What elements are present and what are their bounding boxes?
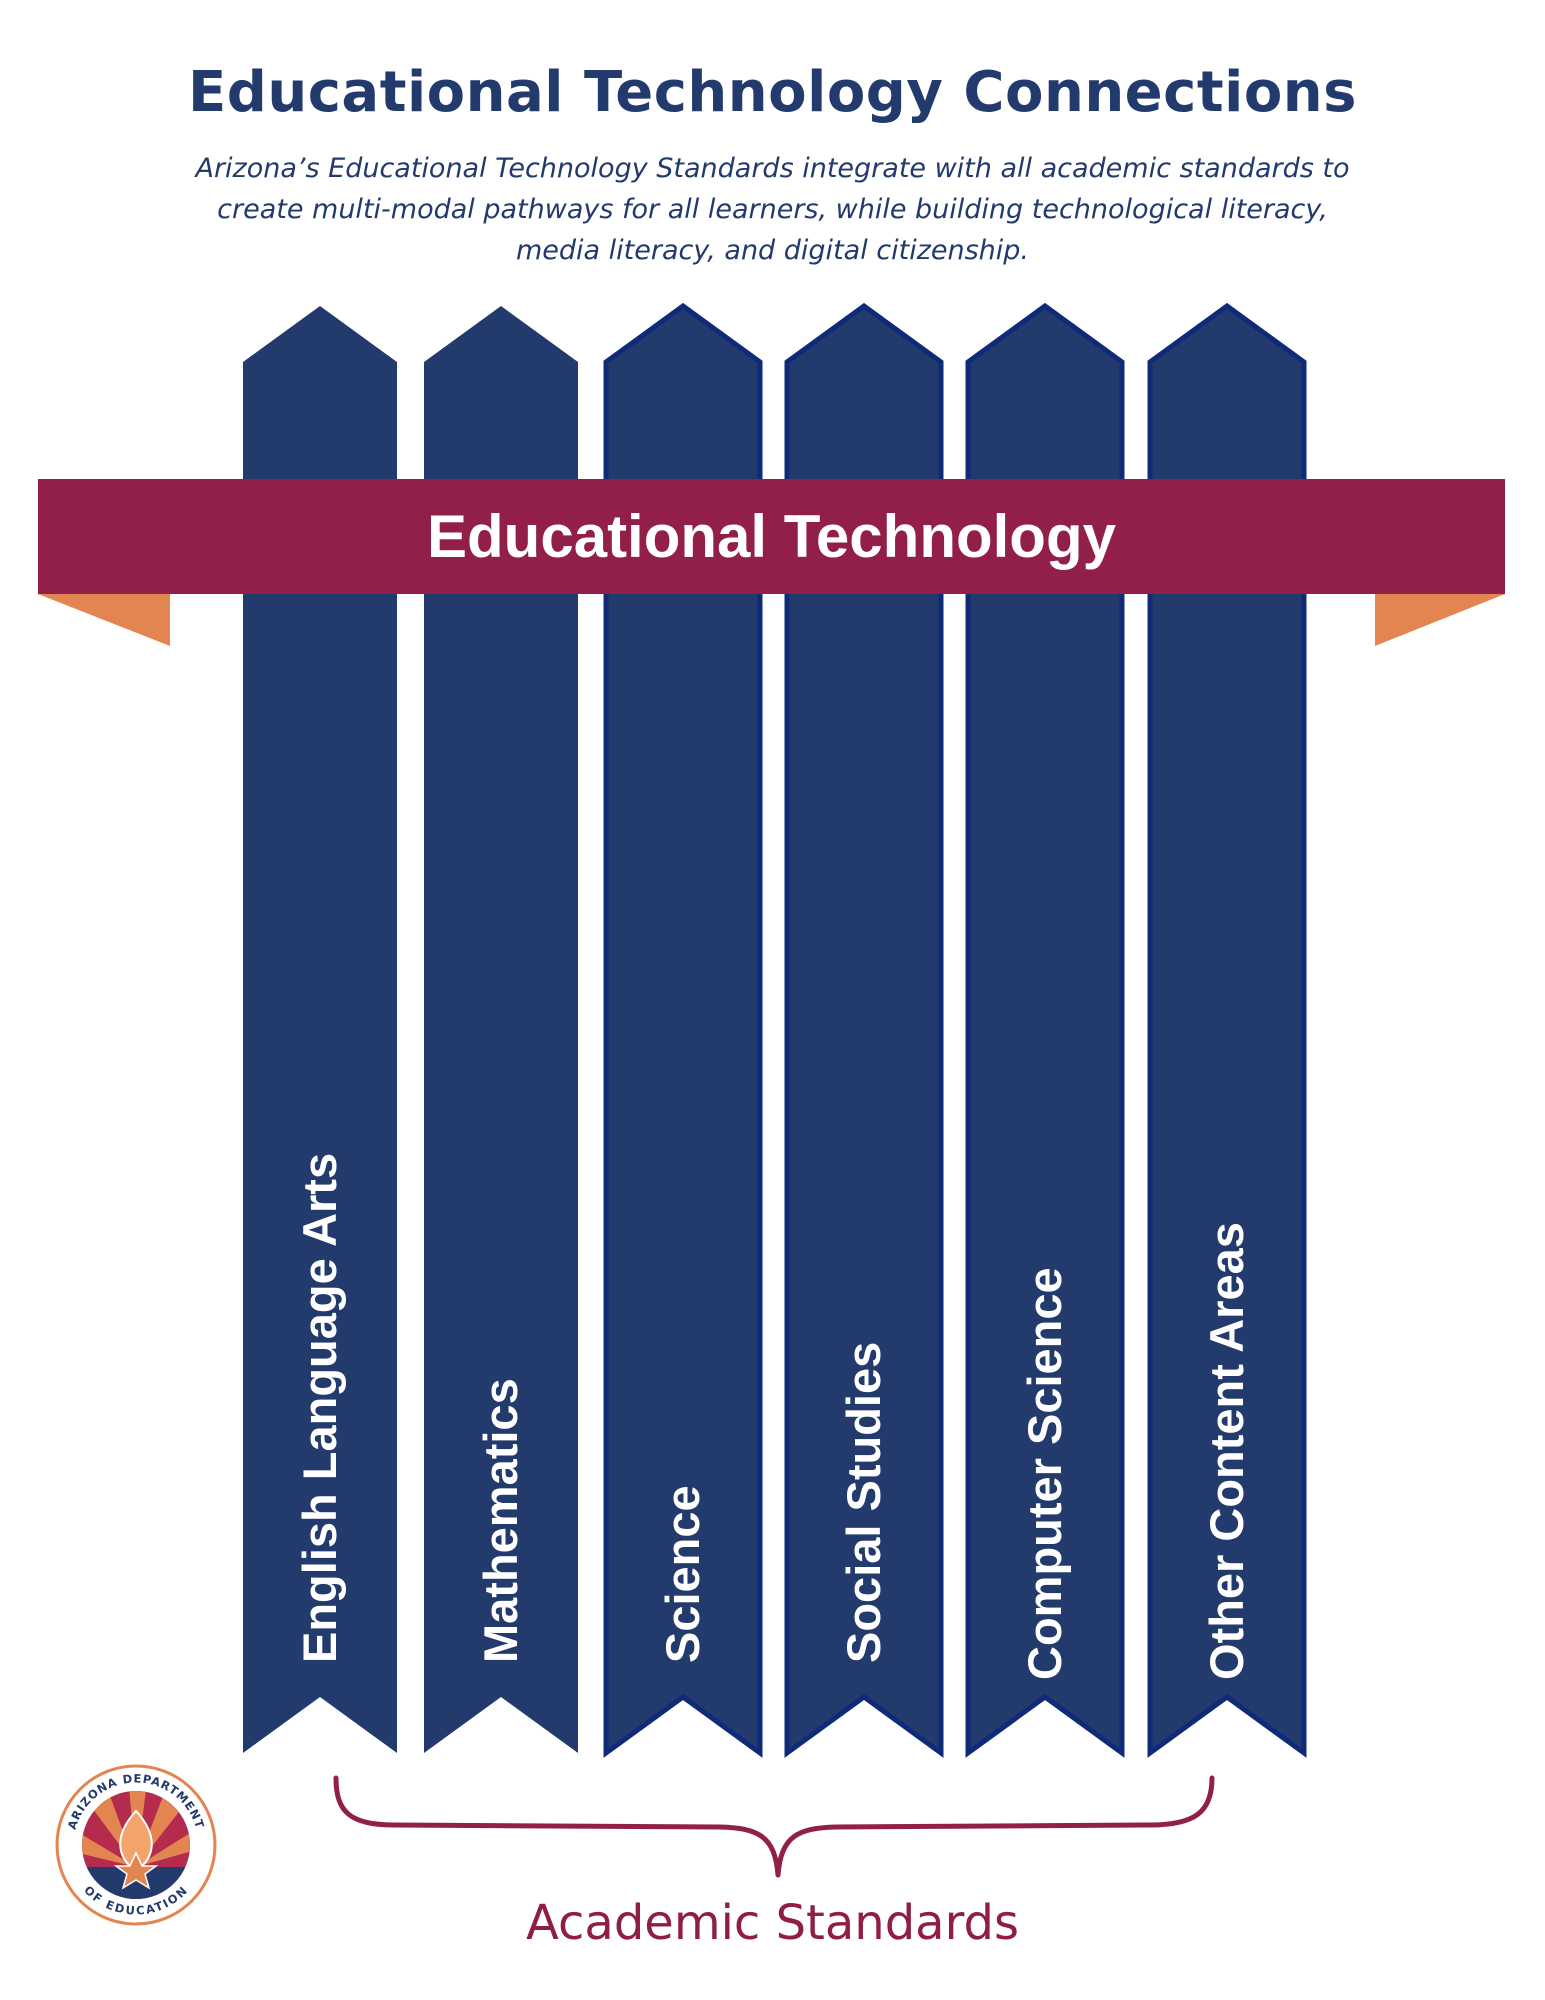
ribbon-label-english-language-arts: English Language Arts (293, 1152, 346, 1663)
banner-left-fold (38, 594, 170, 646)
ribbon-label-other-content-areas: Other Content Areas (1200, 1222, 1253, 1680)
page-subtitle: Arizona’s Educational Technology Standar… (195, 153, 1350, 266)
ribbon-group (243, 302, 1307, 1758)
banner-label: Educational Technology (427, 503, 1116, 570)
ribbon-label-social-studies: Social Studies (837, 1341, 890, 1663)
ribbon-label-computer-science: Computer Science (1018, 1267, 1071, 1680)
educational-technology-banner (38, 479, 1505, 594)
page-title: Educational Technology Connections (188, 60, 1357, 125)
ribbon-label-mathematics: Mathematics (474, 1378, 527, 1663)
ribbon-social-studies (784, 302, 944, 1758)
academic-standards-label: Academic Standards (526, 1895, 1019, 1951)
academic-standards-brace (333, 1775, 1215, 1878)
ribbon-english-language-arts (243, 306, 397, 1753)
ribbon-science (603, 302, 763, 1758)
ribbon-computer-science (965, 302, 1125, 1758)
ribbon-other-content-areas (1147, 302, 1307, 1758)
ribbon-mathematics (424, 306, 578, 1753)
arizona-department-of-education-seal-icon: ARIZONA DEPARTMENT OF EDUCATION (55, 1764, 217, 1926)
ribbon-label-science: Science (656, 1485, 709, 1663)
banner-right-fold (1375, 594, 1505, 646)
